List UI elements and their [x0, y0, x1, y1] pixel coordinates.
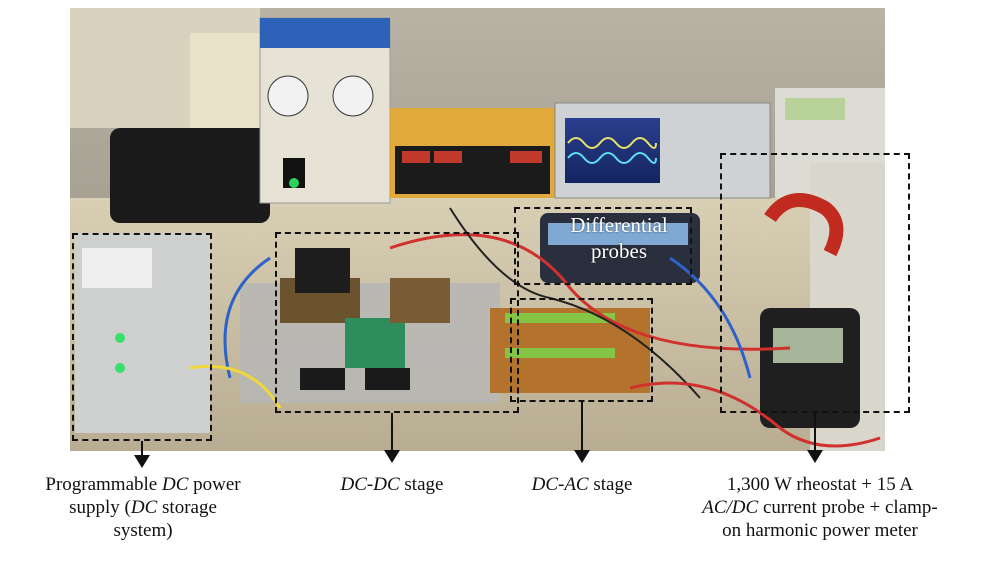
dcdc-stage-box [275, 232, 519, 413]
differential-probes-label-line2: probes [591, 239, 647, 263]
caption-em: AC/DC [702, 497, 759, 518]
caption-text: Programmable [45, 474, 162, 495]
differential-probes-label: Differential probes [548, 212, 690, 264]
differential-probes-label-line1: Differential [570, 213, 668, 237]
dcac-stage-box [510, 298, 653, 402]
caption-text: stage [588, 474, 633, 495]
caption-dc-power-supply: Programmable DC power supply (DC storage… [2, 473, 284, 542]
caption-text: supply ( [69, 497, 131, 518]
caption-dc-supply-line3: system) [113, 520, 173, 541]
caption-dcdc-stage: DC-DC stage [302, 473, 482, 496]
dc-power-supply-box [72, 233, 212, 441]
caption-dc-supply-line2: supply (DC storage [2, 496, 284, 519]
caption-text: stage [399, 474, 444, 495]
caption-dc-supply-line1: Programmable DC power [2, 473, 284, 496]
caption-em: DC [130, 497, 158, 518]
differential-probes-box [514, 207, 692, 285]
caption-text: current probe + clamp- [758, 497, 938, 518]
caption-rheostat-line1: 1,300 W rheostat + 15 A [726, 474, 914, 495]
caption-dcac-stage: DC-AC stage [497, 473, 667, 496]
caption-rheostat-line3: on harmonic power meter [722, 520, 918, 541]
caption-rheostat-line2: AC/DC current probe + clamp- [675, 496, 965, 519]
caption-text: power [188, 474, 241, 495]
rheostat-meter-box [720, 153, 910, 413]
caption-em: DC [161, 474, 189, 495]
lab-bench-photo [70, 8, 885, 451]
caption-text: storage [157, 497, 217, 518]
caption-rheostat-meter: 1,300 W rheostat + 15 A AC/DC current pr… [675, 473, 965, 542]
caption-em: DC-DC [340, 474, 400, 495]
caption-em: DC-AC [531, 474, 589, 495]
